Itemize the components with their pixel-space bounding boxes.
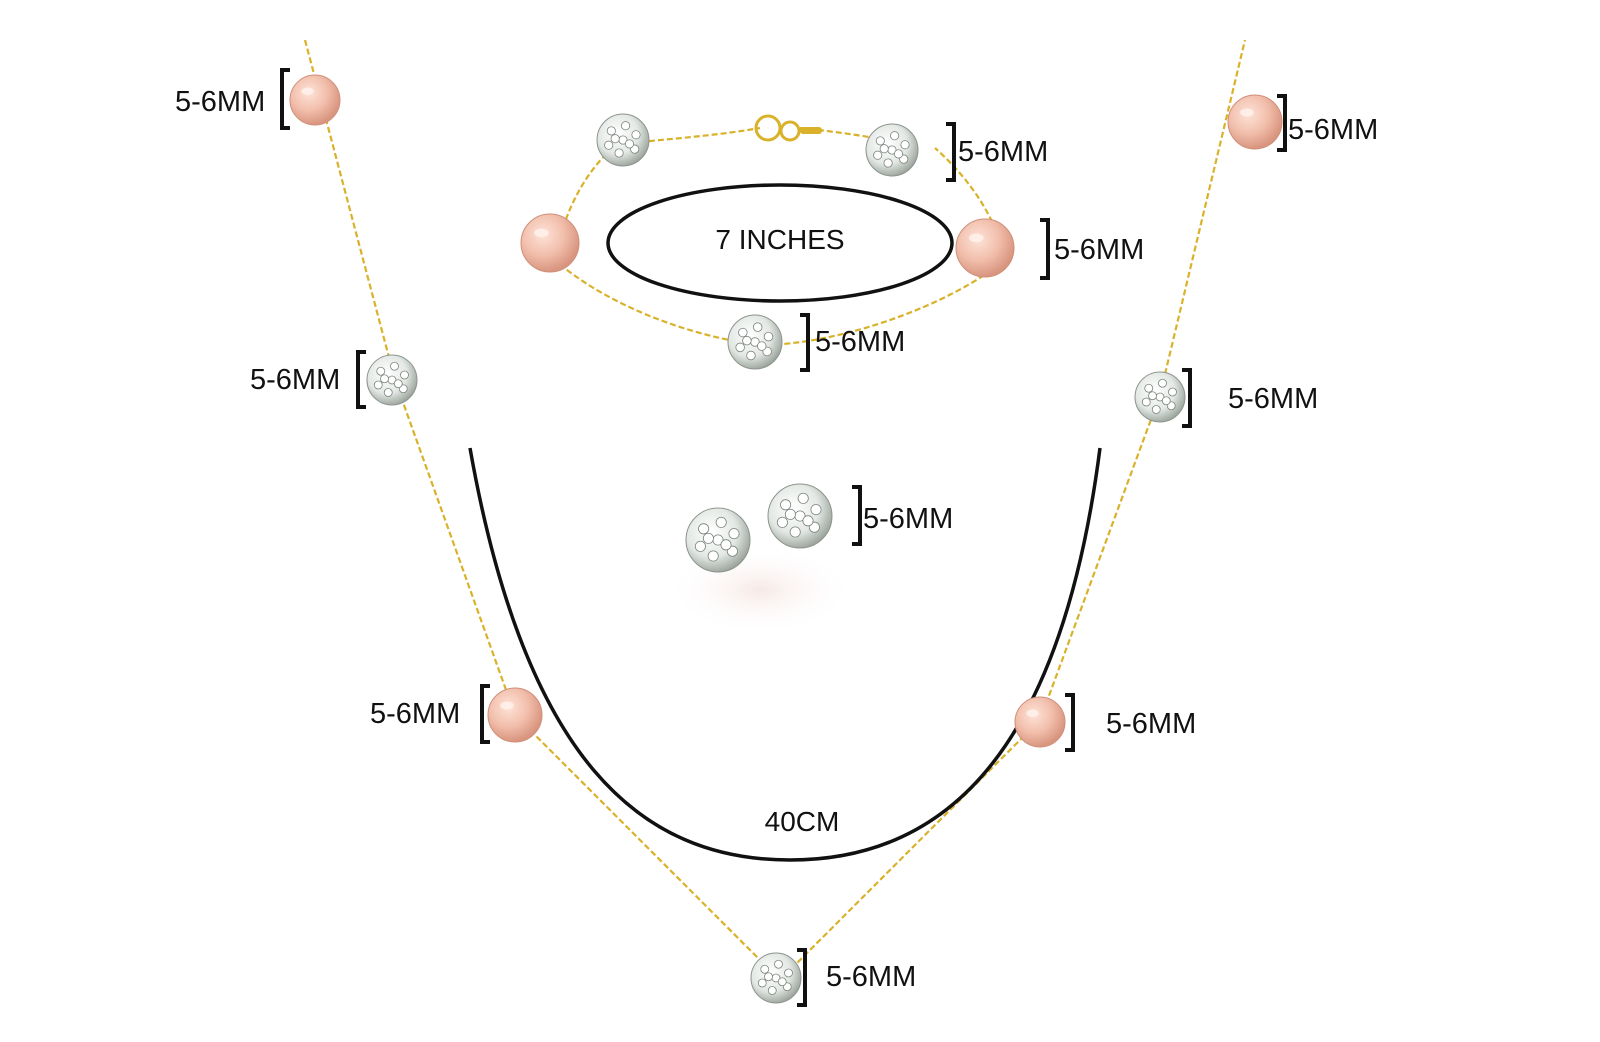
necklace-pearl-right-bottom — [1014, 696, 1066, 748]
bracelet-clasp — [754, 114, 822, 142]
label-necklace-right-pearl-top: 5-6MM — [1288, 114, 1379, 146]
necklace-pearl-left-top — [289, 74, 341, 126]
bracelet-pearl-right — [955, 218, 1015, 278]
label-necklace-left-pearl-top: 5-6MM — [175, 86, 266, 118]
necklace-crystal-right — [1134, 371, 1186, 423]
label-bracelet-crystal-top: 5-6MM — [958, 136, 1049, 168]
bracelet-crystal-bottom — [727, 314, 783, 370]
bracket-necklace-left-pearl-bottom — [480, 684, 490, 744]
label-necklace-bottom-crystal: 5-6MM — [826, 961, 917, 993]
brackets-group — [280, 68, 1287, 1007]
bracket-bracelet-crystal-bottom — [800, 313, 810, 372]
bracket-necklace-right-pearl-top — [1277, 94, 1287, 152]
earring-left — [685, 507, 751, 573]
bracket-bracelet-crystal-top — [946, 122, 956, 182]
necklace-pearl-left-bottom — [487, 687, 543, 743]
bracket-necklace-right-pearl-bottom — [1065, 693, 1075, 752]
bracelet-length-label: 7 INCHES — [715, 224, 845, 255]
label-earrings: 5-6MM — [863, 503, 954, 535]
necklace-pearl-right-top — [1227, 94, 1283, 150]
bracelet-crystal-left — [596, 113, 650, 167]
bracelet-pearl-left — [520, 213, 580, 273]
necklace-length-curve — [468, 447, 1102, 862]
bracket-necklace-bottom-crystal — [797, 948, 807, 1007]
bracelet-crystal-right — [865, 123, 919, 177]
label-necklace-left-crystal: 5-6MM — [250, 364, 341, 396]
bracket-bracelet-pearl-right — [1040, 218, 1050, 280]
label-necklace-right-pearl-bottom: 5-6MM — [1106, 708, 1197, 740]
label-bracelet-pearl-right: 5-6MM — [1054, 234, 1145, 266]
label-necklace-left-pearl-bottom: 5-6MM — [370, 698, 461, 730]
bracket-necklace-right-crystal — [1182, 368, 1192, 428]
necklace-crystal-bottom — [750, 952, 802, 1004]
necklace-length-label: 40CM — [764, 806, 840, 837]
necklace-crystal-left — [366, 354, 418, 406]
bracket-necklace-left-pearl-top — [280, 68, 290, 130]
label-necklace-right-crystal: 5-6MM — [1228, 383, 1319, 415]
bracket-necklace-left-crystal — [356, 350, 366, 409]
beads-group — [289, 74, 1283, 1004]
earring-right — [767, 483, 833, 549]
bracelet-length-ellipse — [606, 183, 954, 303]
label-bracelet-crystal-bottom: 5-6MM — [815, 326, 906, 358]
bracket-earrings — [852, 485, 862, 546]
